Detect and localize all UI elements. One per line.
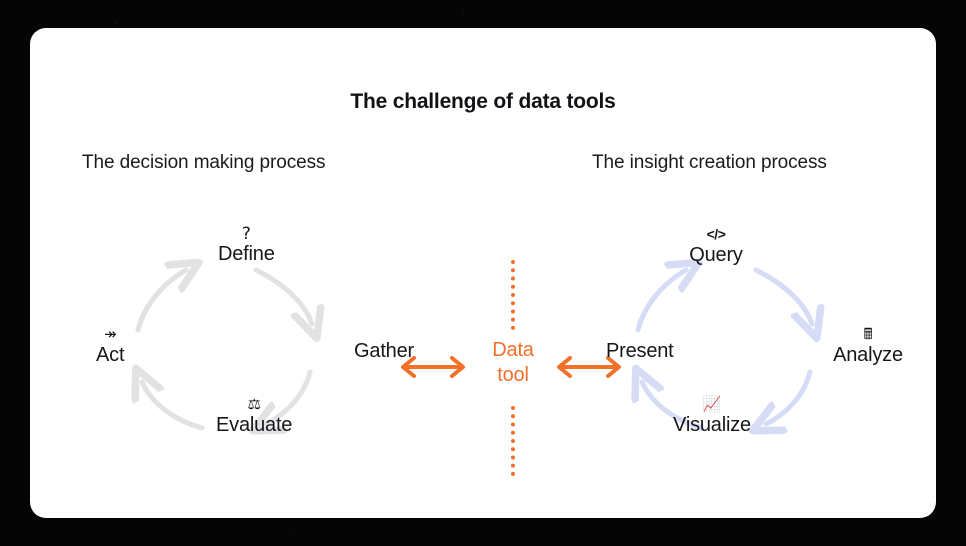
node-present[interactable]: Present (606, 340, 674, 363)
right-cycle-arrows (600, 214, 920, 464)
node-analyze-label: Analyze (833, 344, 903, 366)
double-headed-arrow-left (401, 356, 465, 378)
node-define-label: Define (218, 243, 275, 265)
node-visualize-label: Visualize (673, 414, 751, 436)
left-process-title: The decision making process (82, 152, 326, 173)
node-evaluate[interactable]: ⚖ Evaluate (216, 396, 292, 437)
page-title: The challenge of data tools (350, 90, 616, 113)
node-analyze[interactable]: 🖩 Analyze (808, 326, 928, 367)
orange-dotted-divider-bottom (511, 406, 515, 476)
code-brackets-icon: </> (706, 226, 726, 242)
left-cycle-arrows (74, 214, 394, 464)
node-define[interactable]: ? Define (218, 226, 275, 266)
node-evaluate-label: Evaluate (216, 414, 293, 436)
node-present-label: Present (606, 340, 674, 362)
node-gather-label: Gather (354, 340, 414, 362)
insight-creation-cycle: </> Query 🖩 Analyze 📈 Visualize Present (600, 214, 920, 464)
question-mark-icon: ? (241, 224, 251, 244)
node-act-label: Act (96, 344, 125, 366)
data-tool-label-line1: Data (492, 339, 534, 361)
balance-scales-icon: ⚖ (247, 395, 261, 413)
fast-forward-arrow-icon: ↠ (103, 325, 117, 343)
calculator-icon: 🖩 (863, 325, 873, 343)
decision-making-cycle: ? Define Gather ⚖ Evaluate ↠ Act (74, 214, 414, 464)
double-headed-arrow-right (557, 356, 621, 378)
data-tool-label: Data tool (492, 338, 534, 388)
orange-dotted-divider-top (511, 260, 515, 330)
node-visualize[interactable]: 📈 Visualize (673, 396, 751, 437)
node-act[interactable]: ↠ Act (96, 326, 124, 367)
node-query[interactable]: </> Query (689, 226, 743, 267)
data-tool-label-line2: tool (497, 364, 529, 386)
node-gather[interactable]: Gather (354, 340, 414, 363)
data-tool-center: Data tool (401, 254, 621, 476)
bar-chart-icon: 📈 (702, 395, 722, 413)
right-process-title: The insight creation process (592, 152, 827, 173)
node-query-label: Query (689, 244, 743, 266)
diagram-card: The challenge of data tools The decision… (30, 28, 936, 518)
